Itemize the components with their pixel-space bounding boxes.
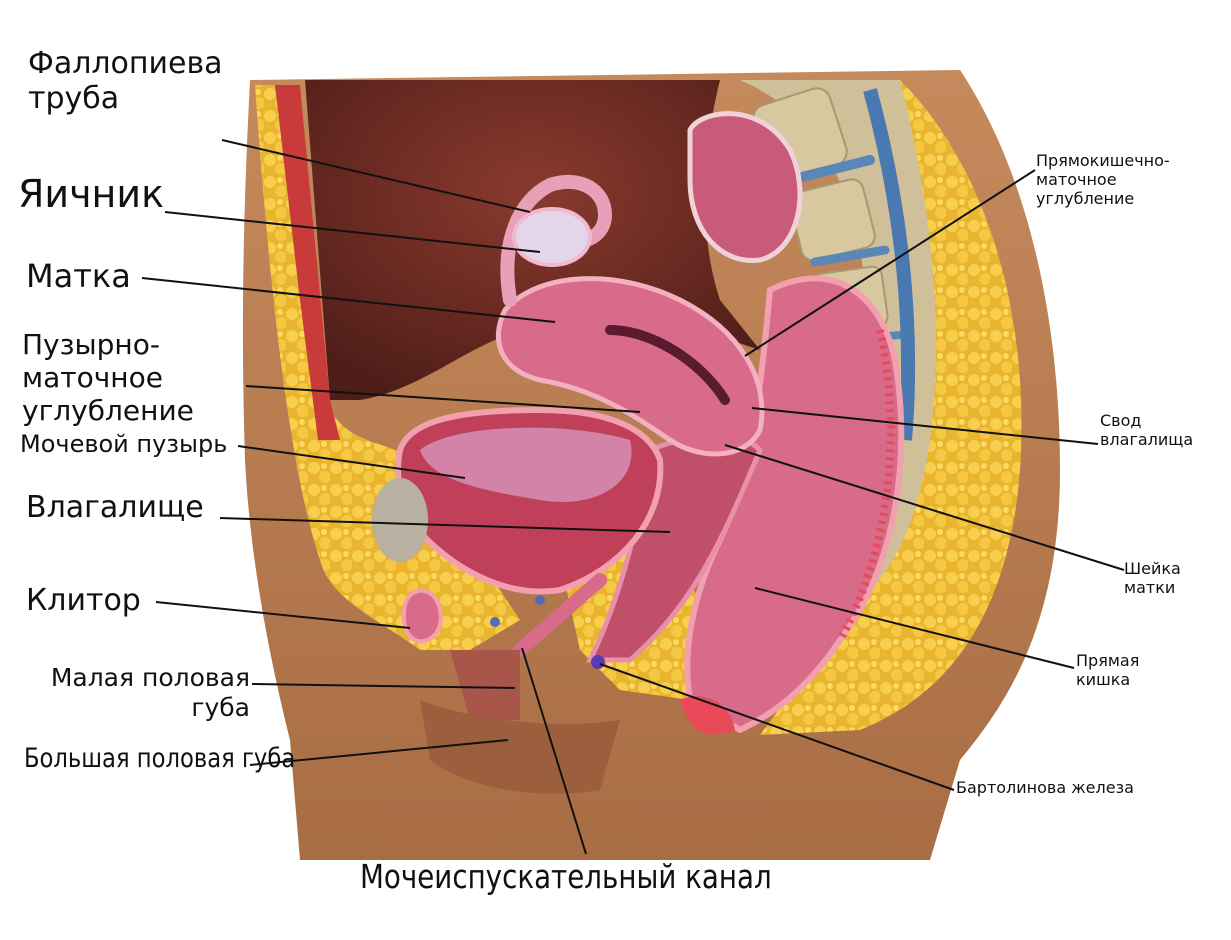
label-labia-minora: Малая половая губа <box>20 663 250 722</box>
label-uterus: Матка <box>26 258 131 296</box>
label-clitoris: Клитор <box>26 583 141 618</box>
label-ovary: Яичник <box>18 172 164 217</box>
label-bartholin-gland: Бартолинова железа <box>956 779 1134 798</box>
clitoris-organ <box>404 591 441 642</box>
pubic-bone <box>372 478 428 562</box>
label-vesicouterine-pouch: Пузырно- маточное углубление <box>22 328 194 427</box>
label-urethra: Мочеиспускательный канал <box>360 858 772 897</box>
ovary-organ <box>514 209 590 265</box>
label-vaginal-fornix: Свод влагалища <box>1100 412 1193 450</box>
label-rectouterine-pouch: Прямокишечно- маточное углубление <box>1036 152 1170 209</box>
bartholin-gland-organ <box>591 655 605 669</box>
label-cervix: Шейка матки <box>1124 560 1181 598</box>
label-bladder: Мочевой пузырь <box>20 430 227 458</box>
label-labia-majora: Большая половая губа <box>24 743 295 775</box>
label-fallopian-tube: Фаллопиева труба <box>28 46 223 117</box>
label-rectum: Прямая кишка <box>1076 652 1139 690</box>
label-vagina: Влагалище <box>26 490 204 525</box>
